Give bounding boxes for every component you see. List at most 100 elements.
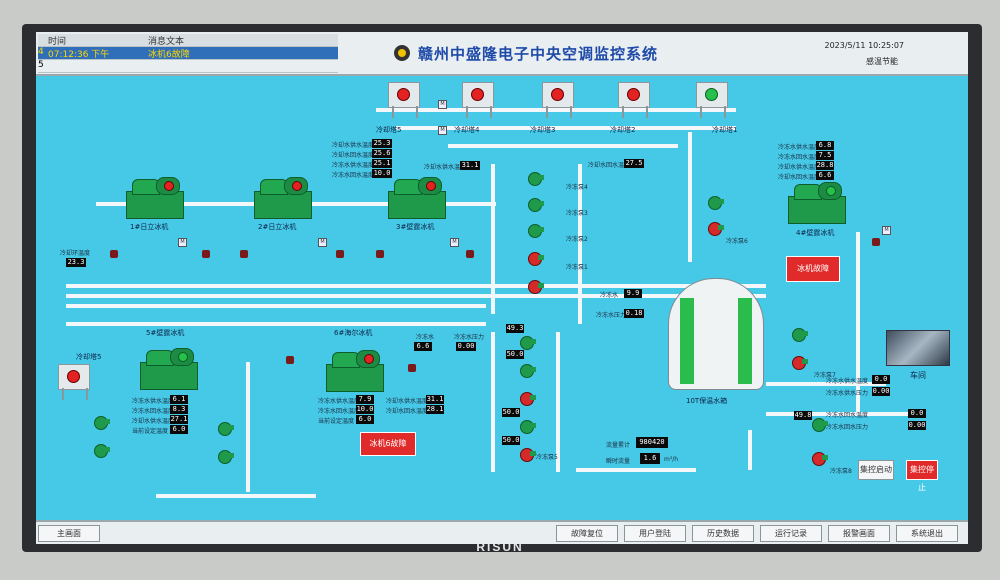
valve[interactable]	[336, 250, 344, 258]
pump-label: 冷冻泵1	[566, 264, 588, 271]
chiller-fault-button[interactable]: 冰机故障	[786, 256, 840, 282]
pump[interactable]	[520, 392, 536, 406]
mode-label: 感温节能	[866, 57, 898, 66]
sensor-value: 9.9	[624, 289, 642, 298]
valve[interactable]	[286, 356, 294, 364]
sensor-label: 冷冻水供水温度	[778, 144, 821, 151]
sensor-value: 10.0	[356, 405, 374, 414]
pump[interactable]	[528, 252, 544, 266]
sensor-value: 25.1	[372, 159, 392, 168]
pump[interactable]	[94, 416, 110, 430]
sensor-value: 28.1	[426, 405, 444, 414]
pipe	[156, 494, 316, 498]
pump[interactable]	[792, 328, 808, 342]
start-button[interactable]: 集控启动	[858, 460, 894, 480]
pump[interactable]	[528, 198, 544, 212]
valve[interactable]	[408, 364, 416, 372]
main-screen-button[interactable]: 主画面	[38, 525, 100, 542]
fault-reset-button[interactable]: 故障复位	[556, 525, 618, 542]
pump[interactable]	[528, 224, 544, 238]
cooling-tower-2[interactable]	[616, 82, 650, 120]
page-title: 赣州中盛隆电子中央空调监控系统	[418, 45, 659, 63]
run-log-button[interactable]: 运行记录	[760, 525, 822, 542]
pipe	[556, 332, 560, 472]
sensor-value: 7.9	[356, 395, 374, 404]
event-row[interactable]: 4 07:12:36 下午 冰机6故障	[38, 47, 338, 60]
chiller-4[interactable]	[788, 182, 848, 224]
pump[interactable]	[218, 450, 234, 464]
pipe	[576, 468, 696, 472]
history-data-button[interactable]: 历史数据	[692, 525, 754, 542]
chiller6-fault-button[interactable]: 冰机6故障	[360, 432, 416, 456]
sensor-label: 冷冻水回水温度	[826, 412, 869, 419]
chiller-3[interactable]	[388, 177, 448, 219]
pipe	[66, 322, 486, 326]
cooling-tower-5[interactable]	[386, 82, 420, 120]
pump[interactable]	[812, 418, 828, 432]
tower-label: 冷却塔1	[712, 126, 738, 134]
pump[interactable]	[218, 422, 234, 436]
pump-label: 冷冻泵5	[536, 454, 558, 461]
chiller-1[interactable]	[126, 177, 186, 219]
sensor-value: 25.6	[372, 149, 392, 158]
cooling-tower-4[interactable]	[460, 82, 494, 120]
valve[interactable]	[110, 250, 118, 258]
sensor-label: 冷冻水回水压力	[826, 424, 869, 431]
pump[interactable]	[520, 420, 536, 434]
sensor-label: 冷冻水供水温度	[318, 398, 361, 405]
user-login-button[interactable]: 用户登陆	[624, 525, 686, 542]
sensor-value: 0.00	[456, 342, 476, 351]
sensor-value: 6.0	[356, 415, 374, 424]
datetime: 2023/5/11 10:25:07	[824, 41, 905, 50]
valve-mark: M	[450, 238, 459, 247]
tower-label: 冷却塔5	[376, 126, 402, 134]
chiller-label: 5#壁霆冰机	[146, 329, 185, 337]
pump[interactable]	[520, 364, 536, 378]
cooling-tower-5b[interactable]	[56, 364, 90, 402]
valve-mark: M	[438, 126, 447, 135]
event-row[interactable]: 5	[38, 60, 338, 73]
sensor-label: 冷却水供水温度	[424, 164, 467, 171]
sensor-value: 31.1	[460, 161, 480, 170]
pump[interactable]	[708, 196, 724, 210]
valve[interactable]	[240, 250, 248, 258]
pipe	[766, 412, 916, 416]
valve[interactable]	[376, 250, 384, 258]
pump[interactable]	[812, 452, 828, 466]
pipe	[246, 362, 250, 492]
pipe	[66, 294, 766, 298]
pump-speed: 49.8	[794, 411, 812, 420]
sensor-value: 8.3	[170, 405, 188, 414]
pump[interactable]	[528, 172, 544, 186]
stop-button[interactable]: 集控停止	[906, 460, 938, 492]
pump[interactable]	[520, 448, 536, 462]
sensor-label: 冷冻水供水温度	[132, 398, 175, 405]
pipe	[491, 164, 495, 314]
alarm-screen-button[interactable]: 报警画面	[828, 525, 890, 542]
valve-mark: M	[178, 238, 187, 247]
sensor-label: 当前设定温度	[132, 428, 169, 435]
cooling-tower-3[interactable]	[540, 82, 574, 120]
water-tank[interactable]	[668, 268, 764, 390]
valve-mark: M	[318, 238, 327, 247]
pump[interactable]	[520, 336, 536, 350]
pipe	[856, 232, 860, 412]
chiller-2[interactable]	[254, 177, 314, 219]
pump[interactable]	[708, 222, 724, 236]
sensor-label: 冷冻水压力	[596, 312, 627, 319]
chiller-5[interactable]	[140, 348, 200, 390]
valve[interactable]	[872, 238, 880, 246]
sensor-value: 10.0	[372, 169, 392, 178]
sensor-value: 6.0	[170, 425, 188, 434]
valve[interactable]	[466, 250, 474, 258]
chiller-label: 6#海尔冰机	[334, 329, 373, 337]
pipe	[66, 304, 486, 308]
chiller-6[interactable]	[326, 350, 386, 392]
cooling-tower-1[interactable]	[694, 82, 728, 120]
system-exit-button[interactable]: 系统退出	[896, 525, 958, 542]
pump-label: 冷冻泵8	[830, 468, 852, 475]
pump[interactable]	[528, 280, 544, 294]
pump[interactable]	[94, 444, 110, 458]
pump[interactable]	[792, 356, 808, 370]
valve[interactable]	[202, 250, 210, 258]
